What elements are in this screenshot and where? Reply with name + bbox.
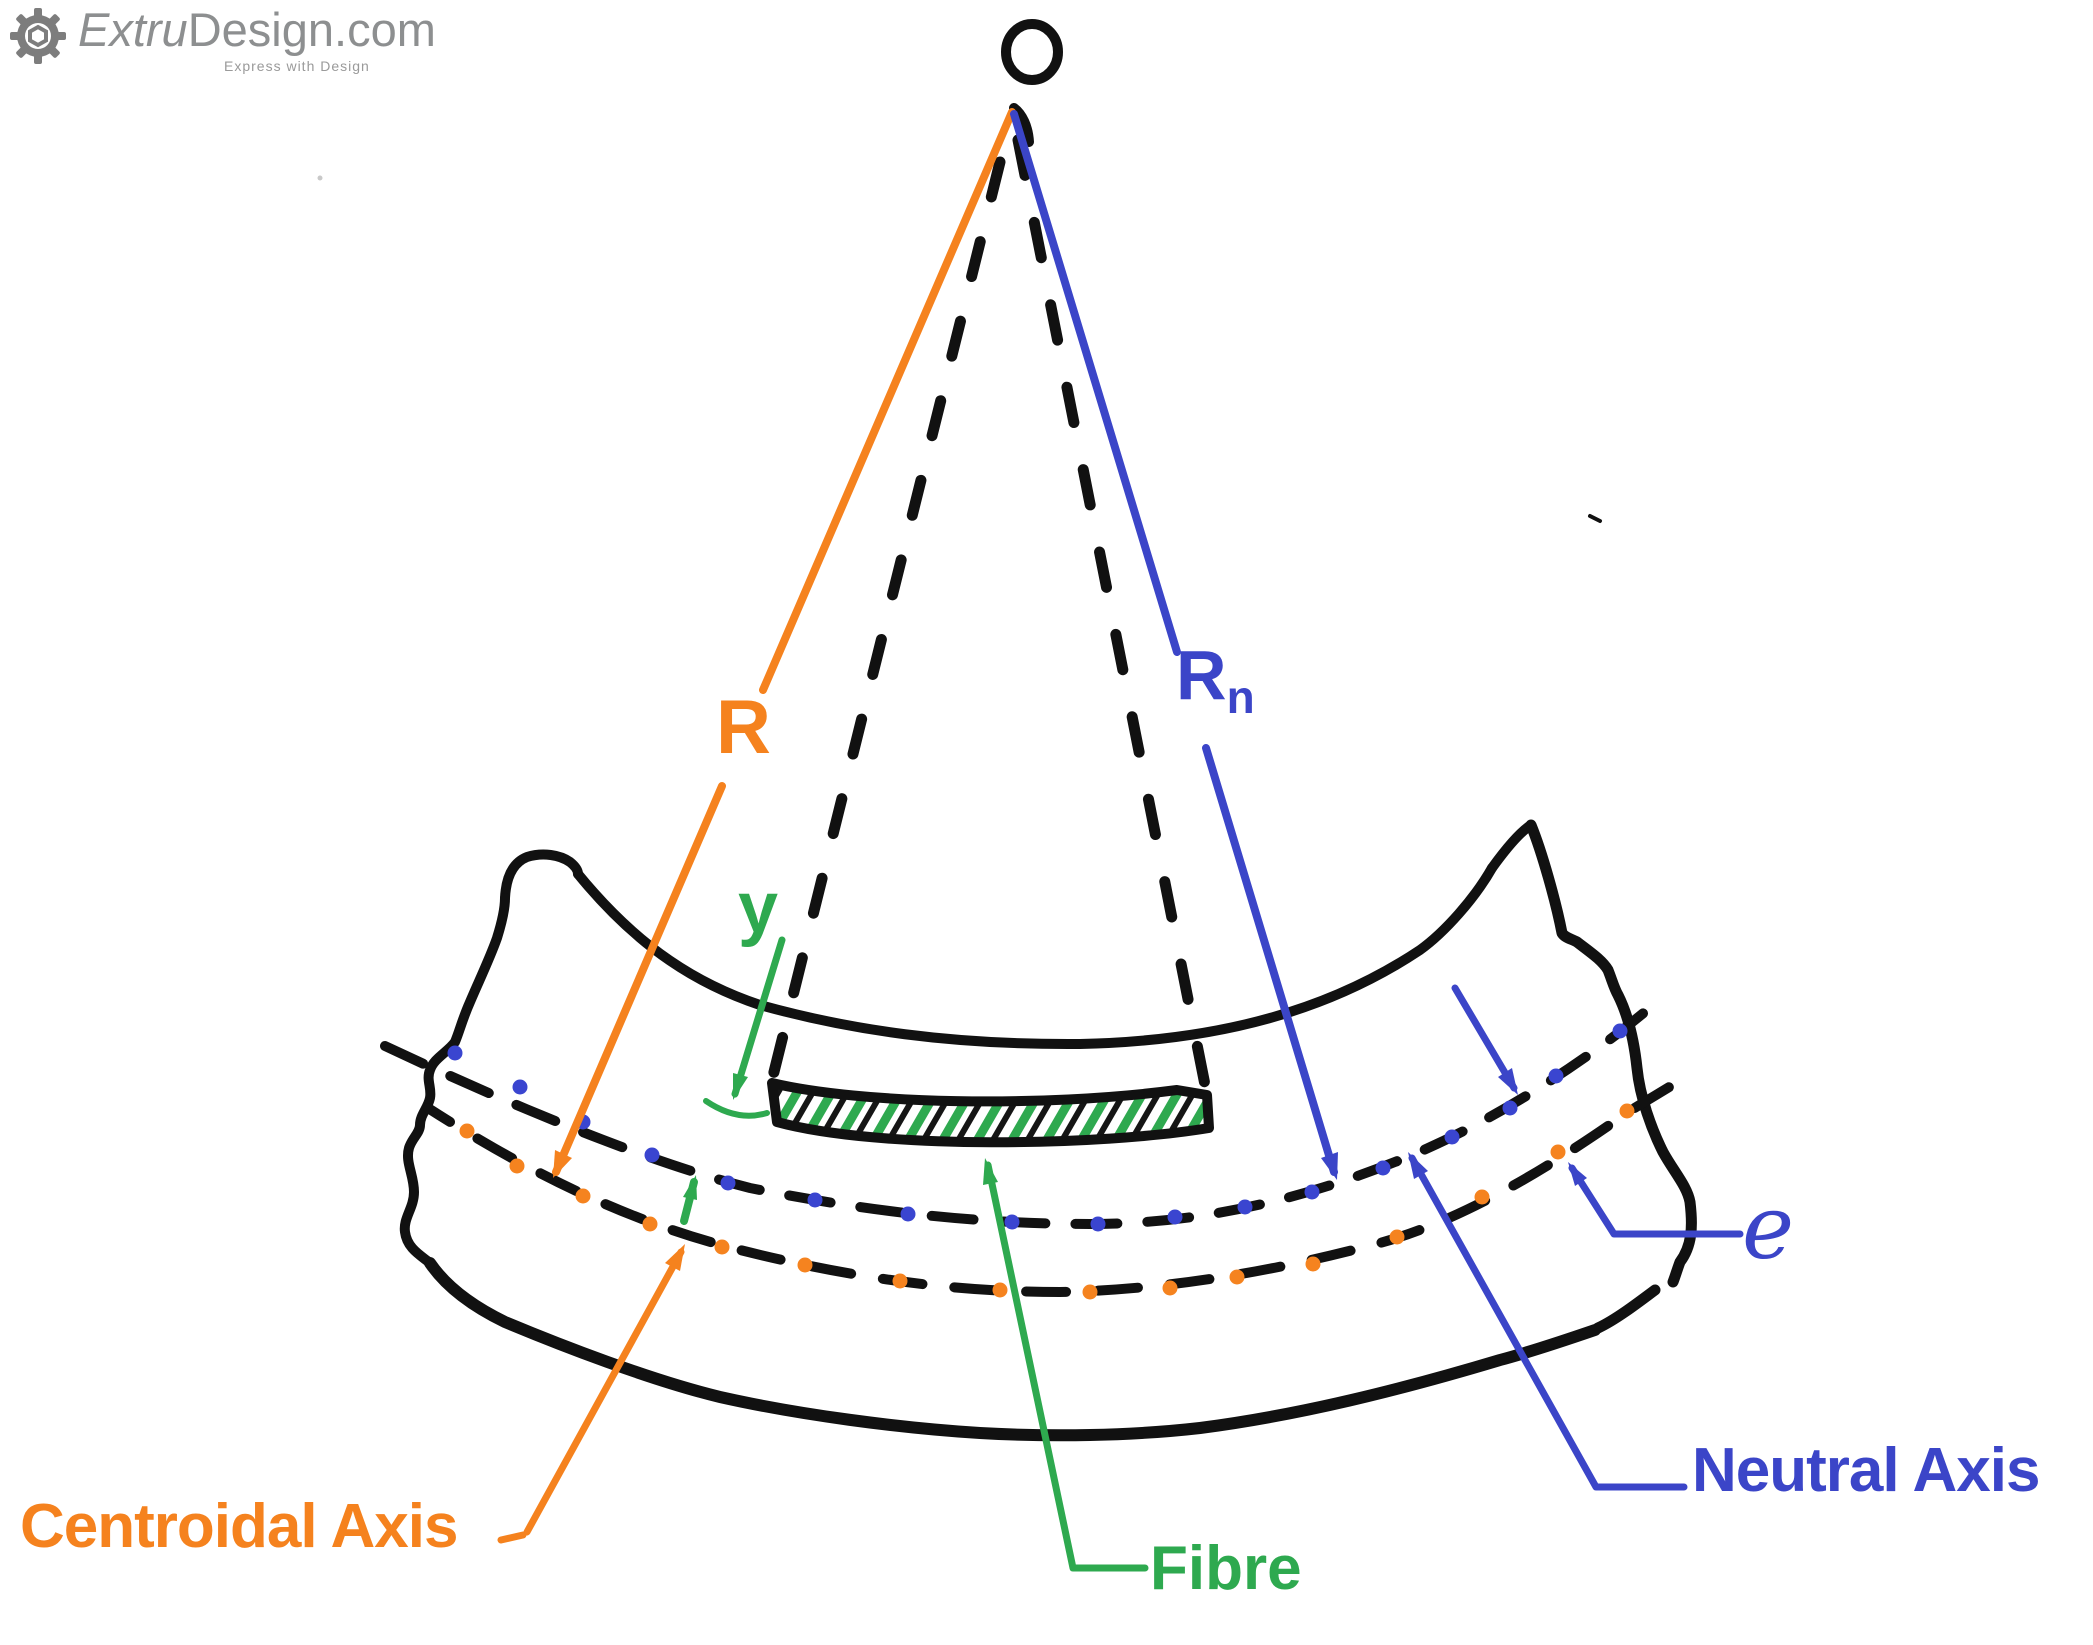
curvature-center-point-O	[1001, 19, 1063, 85]
stray-speck	[317, 175, 323, 181]
label-radius-R: R	[716, 685, 771, 770]
neutral-axis-pointer-arrow	[1451, 984, 1518, 1095]
apex-mark	[1009, 103, 1034, 147]
label-eccentricity-e: e	[1742, 1176, 1795, 1279]
label-centroidal-axis: Centroidal Axis	[20, 1492, 458, 1561]
eccentricity-leader	[1568, 1162, 1744, 1238]
logo-wordmark-design: Design.com	[187, 3, 436, 56]
label-neutral-axis: Neutral Axis	[1692, 1436, 2040, 1505]
label-distance-y: y	[738, 868, 779, 948]
y-dimension-arrow-upper	[680, 1175, 698, 1225]
label-radius-Rn-main: R	[1176, 636, 1227, 714]
y-dimension-arrow	[703, 936, 786, 1119]
label-fibre: Fibre	[1150, 1534, 1302, 1603]
neutral-axis-leader	[1408, 1152, 1688, 1491]
logo-wordmark-extru: Extru	[78, 3, 188, 56]
centroidal-axis-dots	[459, 1103, 1635, 1300]
gear-icon	[10, 8, 66, 64]
radius-R-line	[552, 108, 1016, 1178]
centroidal-axis-leader	[497, 1244, 685, 1544]
logo-wordmark: ExtruDesign.com	[78, 6, 436, 53]
stray-tick	[1588, 514, 1602, 523]
centroidal-axis-line	[423, 1067, 1699, 1300]
logo-tagline: Express with Design	[224, 58, 370, 74]
label-radius-Rn-sub: n	[1226, 671, 1255, 723]
radius-Rn-line	[1010, 110, 1338, 1180]
label-radius-Rn: Rn	[1176, 640, 1255, 720]
cone-dashed-sides	[766, 134, 1212, 1096]
site-logo: ExtruDesign.com	[8, 6, 436, 68]
fibre-leader	[983, 1158, 1149, 1572]
fibre-strip	[767, 1078, 1214, 1148]
